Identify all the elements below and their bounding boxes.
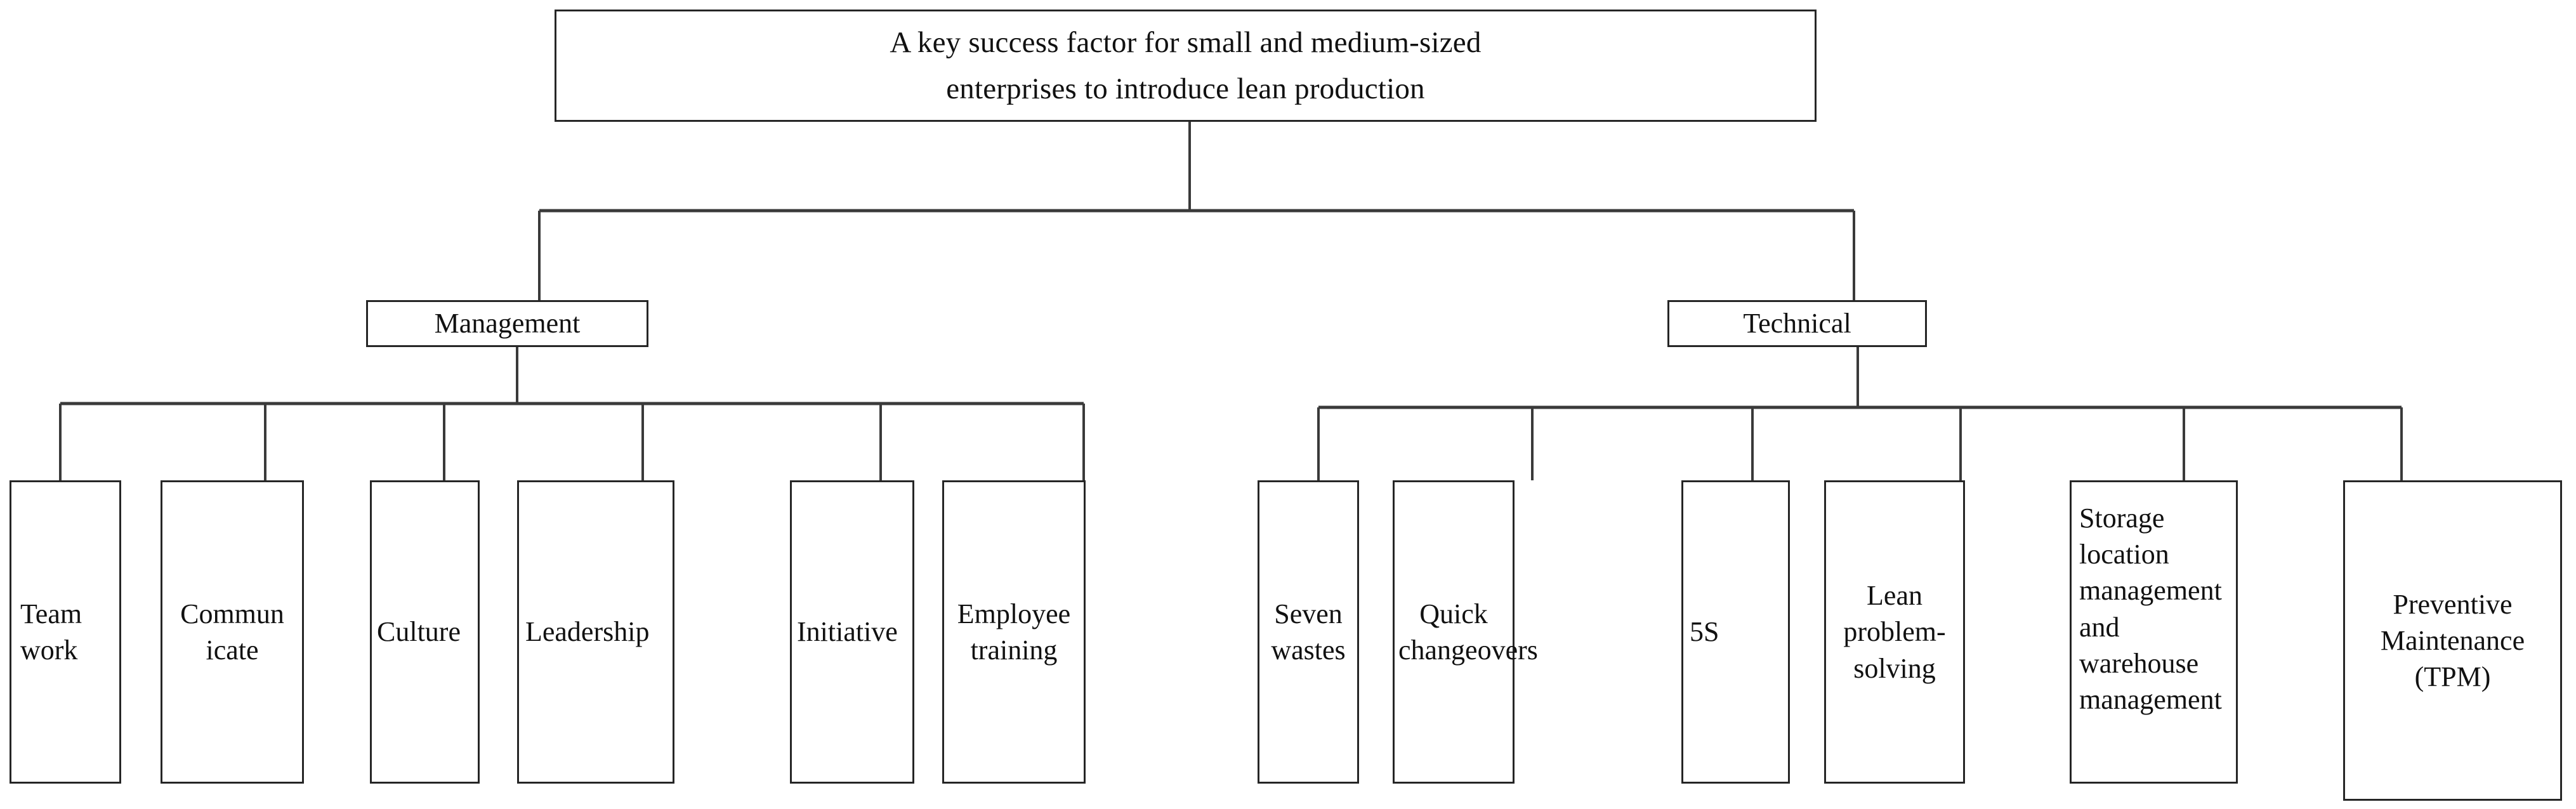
leaf-node-leadership[interactable]: Leadership: [517, 480, 674, 784]
leaf-node-storage-warehouse[interactable]: Storage location management and warehous…: [2070, 480, 2238, 784]
leaf-node-seven-wastes[interactable]: Seven wastes: [1258, 480, 1359, 784]
category-label-management: Management: [434, 308, 581, 339]
leaf-label-initiative: Initiative: [797, 616, 898, 648]
leaf-label-quick-changeovers: Quick changeovers: [1398, 598, 1538, 666]
leaf-node-initiative[interactable]: Initiative: [790, 480, 914, 784]
root-node-label: A key success factor for small and mediu…: [890, 25, 1482, 105]
root-node[interactable]: A key success factor for small and mediu…: [555, 10, 1817, 122]
leaf-node-five-s[interactable]: 5S: [1681, 480, 1790, 784]
leaf-label-lean-problem-solving: Lean problem- solving: [1843, 580, 1946, 684]
leaf-node-communicate[interactable]: Commun icate: [161, 480, 304, 784]
leaf-node-preventive-maintenance[interactable]: Preventive Maintenance (TPM): [2343, 480, 2562, 801]
leaf-label-employee-training: Employee training: [957, 598, 1071, 666]
leaf-label-culture: Culture: [377, 616, 461, 648]
leaf-node-employee-training[interactable]: Employee training: [942, 480, 1086, 784]
category-node-technical[interactable]: Technical: [1667, 300, 1927, 347]
leaf-node-lean-problem-solving[interactable]: Lean problem- solving: [1824, 480, 1965, 784]
category-node-management[interactable]: Management: [366, 300, 648, 347]
category-label-technical: Technical: [1743, 308, 1851, 339]
leaf-label-leadership: Leadership: [525, 616, 650, 648]
leaf-node-culture[interactable]: Culture: [370, 480, 480, 784]
leaf-node-quick-changeovers[interactable]: Quick changeovers: [1393, 480, 1538, 784]
leaf-label-seven-wastes: Seven wastes: [1271, 598, 1346, 666]
leaf-node-team-work[interactable]: Team work: [10, 480, 121, 784]
leaf-label-preventive-maintenance: Preventive Maintenance (TPM): [2380, 588, 2525, 693]
leaf-label-team-work: Team work: [20, 598, 82, 666]
leaf-label-storage-warehouse: Storage location management and warehous…: [2079, 503, 2222, 715]
leaf-label-five-s: 5S: [1690, 616, 1719, 648]
leaf-label-communicate: Commun icate: [180, 598, 284, 666]
